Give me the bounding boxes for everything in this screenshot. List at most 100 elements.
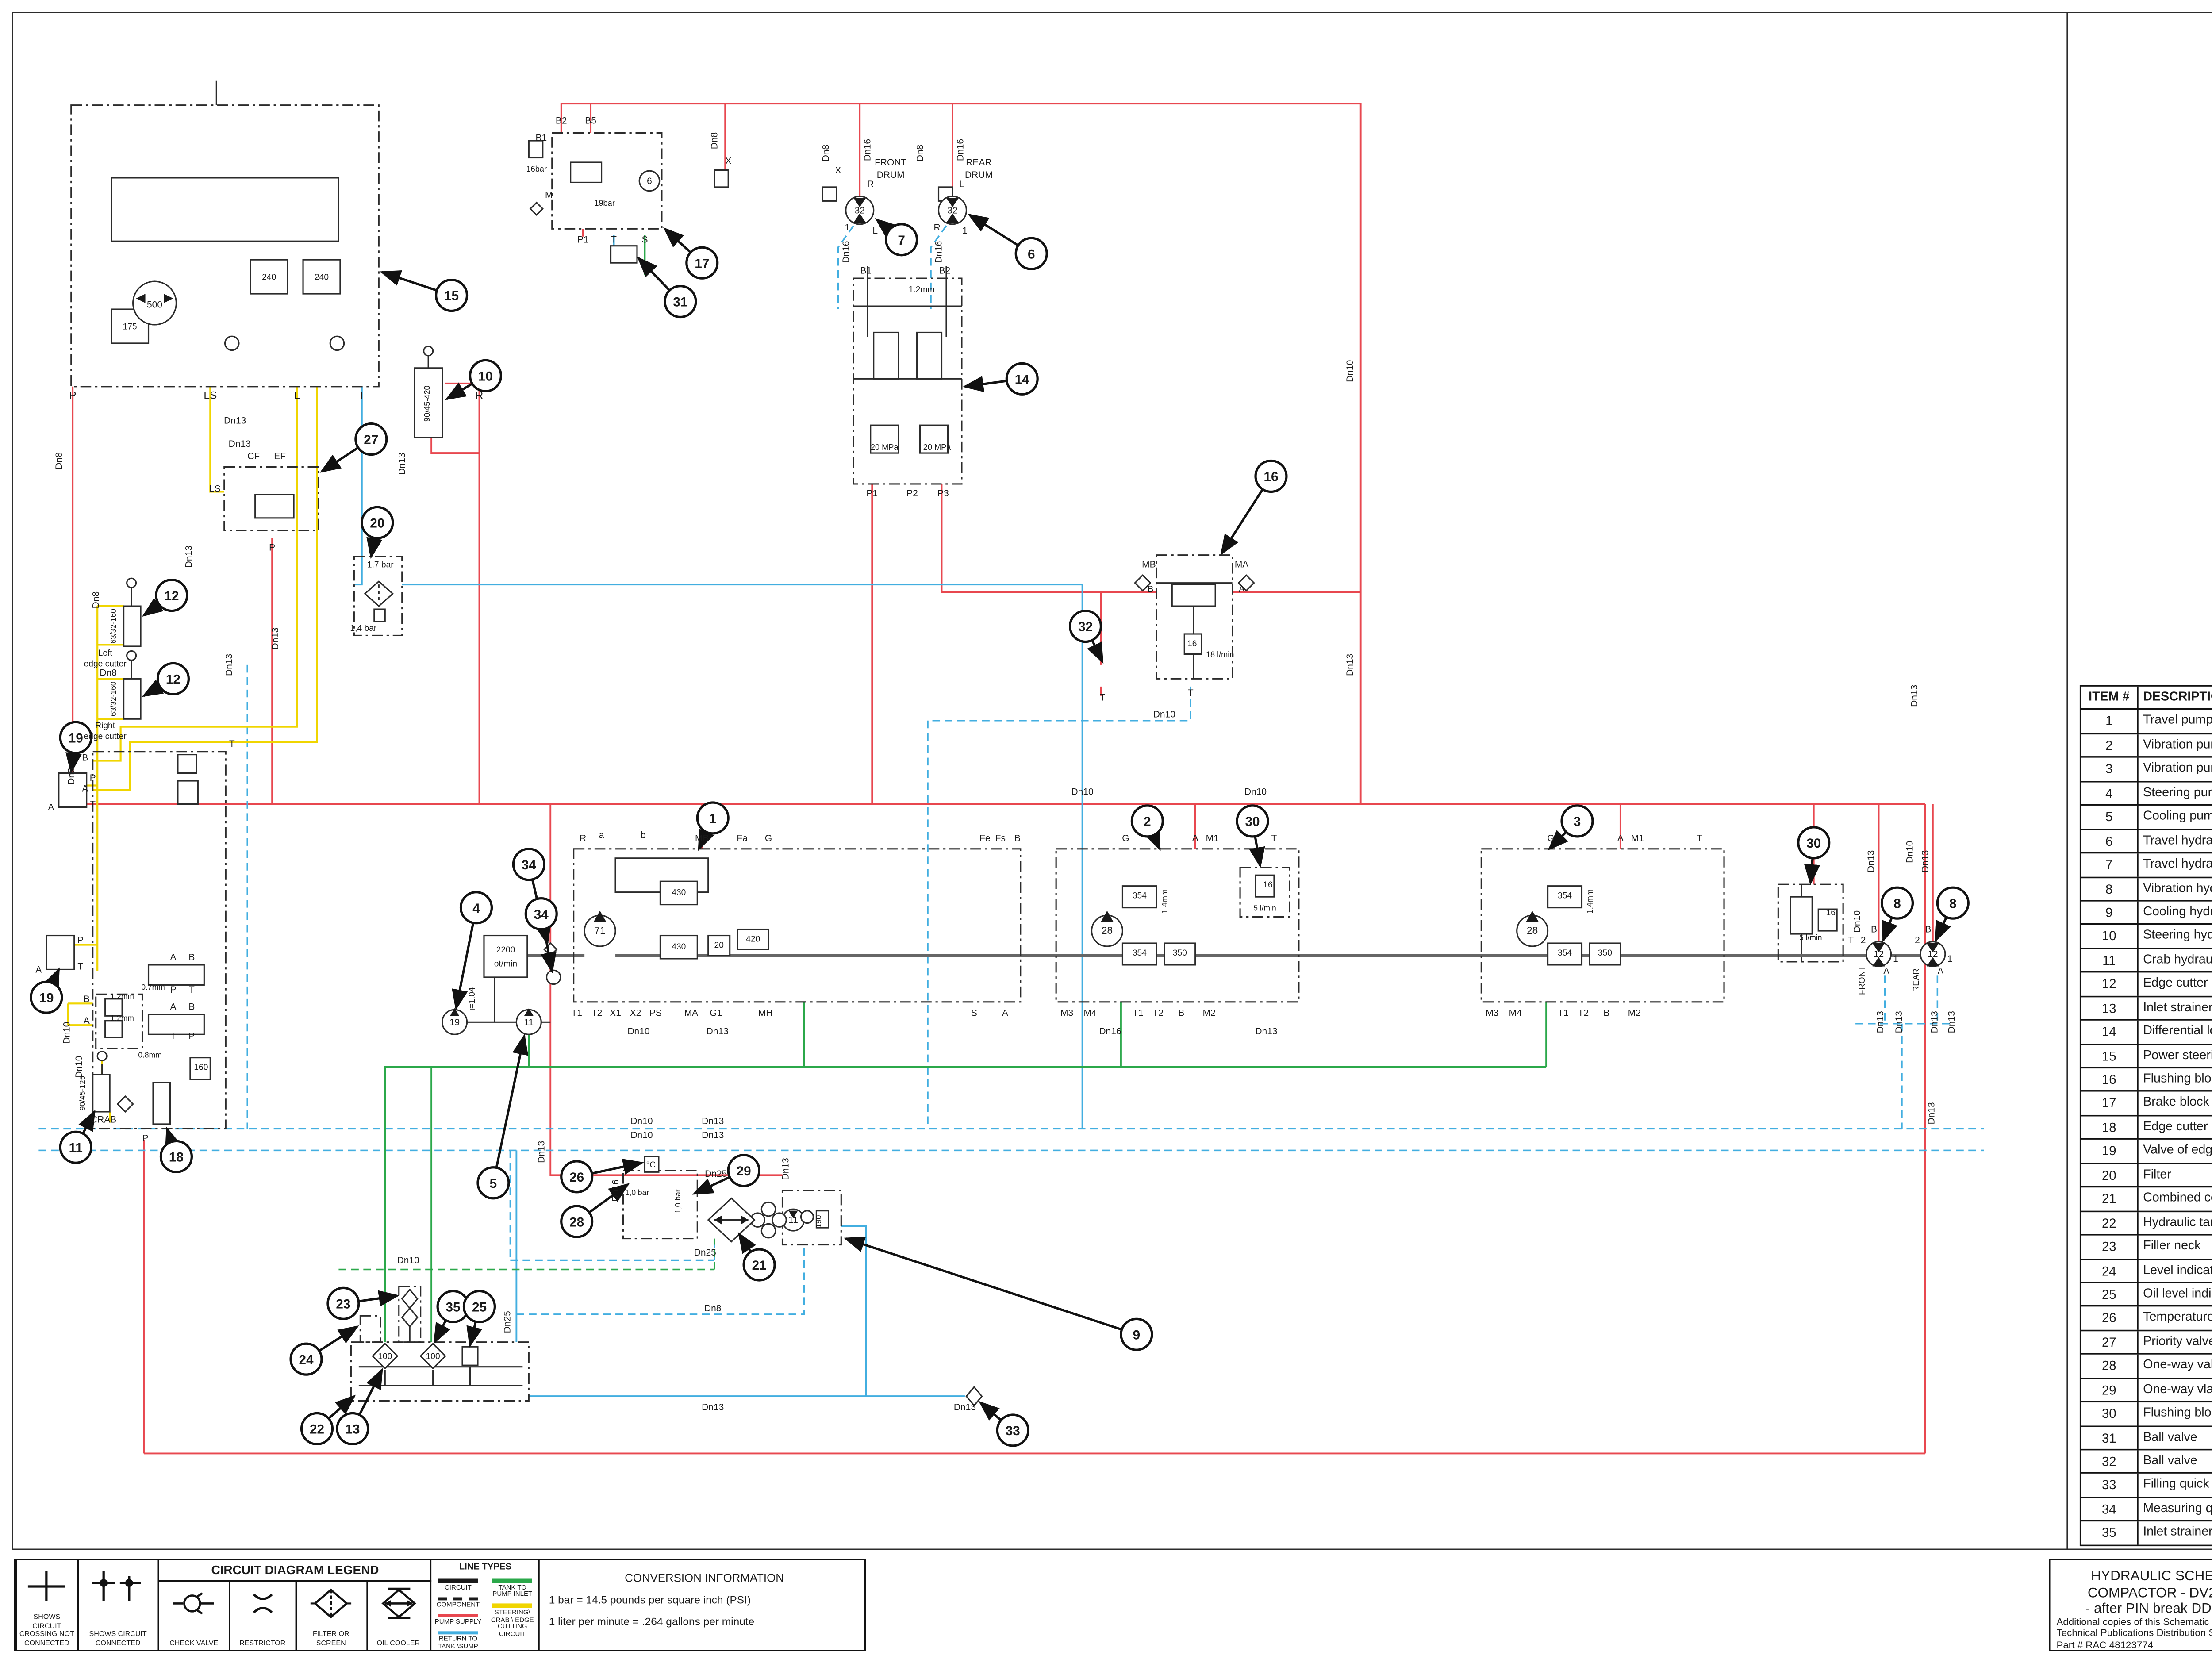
schematic-label: P1	[866, 488, 878, 499]
part-description: Filter	[2143, 1167, 2171, 1181]
legend-label: CHECK VALVE	[169, 1638, 219, 1646]
schematic-label: B	[1871, 925, 1877, 935]
schematic-label: °C	[646, 1160, 656, 1170]
schematic-label: 190	[814, 1215, 823, 1228]
balloon-8: 8	[1880, 886, 1914, 942]
part-description: Flushing block	[2143, 1406, 2212, 1420]
schematic-label: Dn16	[863, 139, 873, 161]
balloon-9: 9	[843, 1237, 1153, 1351]
line-type-label: TANK TO PUMP INLET	[492, 1582, 533, 1598]
part-item-number: 26	[2081, 1307, 2139, 1330]
schematic-label: T2	[1153, 1008, 1164, 1018]
legend-label: SHOWS CIRCUIT CROSSING NOT CONNECTED	[19, 1613, 74, 1646]
part-description: One-way vlave (check valve)	[2143, 1382, 2212, 1396]
schematic-label: 1.2mm	[110, 1014, 134, 1022]
schematic-label: 354	[1558, 891, 1572, 901]
svg-text:14: 14	[1015, 372, 1030, 387]
title-block: HYDRAULIC SCHEMATIC SIDE 1 OF 4 COMPACTO…	[2049, 1559, 2212, 1651]
pumps-and-motors	[96, 170, 1946, 1239]
svg-text:30: 30	[1245, 814, 1260, 829]
svg-text:25: 25	[472, 1300, 487, 1315]
part-description: Combined cooler	[2143, 1190, 2212, 1205]
schematic-label: Dn8	[100, 668, 116, 678]
part-description: Hydraulic tank	[2143, 1214, 2212, 1229]
schematic-label: 19bar	[594, 199, 614, 207]
schematic-label: B5	[585, 116, 596, 126]
part-item-number: 30	[2081, 1402, 2139, 1425]
schematic-label: Dn13	[1345, 654, 1355, 676]
schematic-label: X	[725, 156, 731, 166]
part-description: Ball valve	[2143, 1453, 2197, 1467]
schematic-label: 20	[714, 941, 724, 950]
parts-table-header-description: DESCRIPTION	[2143, 689, 2212, 704]
sheet-note: Additional copies of this Schematic can …	[2056, 1617, 2212, 1628]
schematic-label: CF	[247, 451, 260, 461]
part-item-number: 25	[2081, 1283, 2139, 1306]
schematic-label: 500	[147, 300, 162, 310]
schematic-label: T	[611, 235, 617, 245]
schematic-label: S	[971, 1008, 977, 1018]
schematic-label: 90/45-125	[78, 1076, 87, 1111]
schematic-label: 20 MPa	[923, 443, 951, 452]
balloon-5: 5	[476, 1033, 529, 1200]
balloon-33: 33	[978, 1401, 1029, 1447]
schematic-label: FRONT	[1858, 966, 1867, 995]
legend-cell-oil-cooler: OIL COOLER	[365, 1580, 430, 1650]
part-description: Travel pump	[2143, 713, 2212, 728]
legend-title: CIRCUIT DIAGRAM LEGEND	[157, 1560, 431, 1582]
schematic-label: 2	[1915, 935, 1920, 945]
part-description: Oil level indicator	[2143, 1286, 2212, 1301]
schematic-label: Dn16	[841, 241, 851, 263]
schematic-label: edge cutter	[84, 659, 127, 668]
schematic-label: a	[599, 830, 604, 840]
svg-text:15: 15	[444, 289, 459, 303]
svg-text:5: 5	[490, 1176, 497, 1191]
balloon-34: 34	[512, 848, 551, 946]
balloon-25: 25	[462, 1290, 496, 1348]
schematic-label: LS	[204, 390, 217, 402]
schematic-label: DRUM	[877, 170, 905, 180]
part-item-number: 31	[2081, 1426, 2139, 1449]
schematic-label: A	[1937, 966, 1943, 976]
conversion-info: CONVERSION INFORMATION 1 bar = 14.5 poun…	[538, 1560, 869, 1650]
balloon-11: 11	[59, 1110, 96, 1164]
conversion-line: 1 liter per minute = .264 gallons per mi…	[549, 1617, 755, 1628]
svg-text:8: 8	[1949, 896, 1957, 911]
svg-text:33: 33	[1006, 1424, 1020, 1438]
part-item-number: 35	[2081, 1522, 2139, 1544]
legend-cell-restrictor: RESTRICTOR	[228, 1580, 295, 1650]
part-description: Temperature sensor	[2143, 1310, 2212, 1325]
svg-text:35: 35	[446, 1300, 461, 1315]
legend-cell-filter: FILTER OR SCREEN	[295, 1580, 365, 1650]
svg-text:8: 8	[1893, 896, 1901, 911]
balloon-17: 17	[663, 227, 719, 280]
line-type-sample	[438, 1613, 478, 1617]
schematic-label: A	[35, 964, 42, 975]
legend-cell-connected: SHOWS CIRCUIT CONNECTED	[77, 1560, 157, 1650]
line-type-item: COMPONENT	[434, 1596, 482, 1609]
schematic-label: R	[580, 833, 586, 843]
schematic-label: Dn8	[710, 132, 720, 149]
schematic-label: 1	[1893, 954, 1898, 964]
schematic-label: 354	[1133, 891, 1147, 901]
svg-text:31: 31	[673, 295, 687, 310]
schematic-label: T2	[591, 1008, 602, 1018]
part-description: Edge cutter and crab block	[2143, 1119, 2212, 1133]
line-types-title: LINE TYPES	[459, 1563, 512, 1573]
balloon-19: 19	[30, 967, 63, 1014]
part-item-number: 11	[2081, 949, 2139, 972]
part-item-number: 14	[2081, 1021, 2139, 1043]
balloon-30: 30	[1797, 826, 1831, 885]
conversion-line: 1 bar = 14.5 pounds per square inch (PSI…	[549, 1595, 751, 1607]
